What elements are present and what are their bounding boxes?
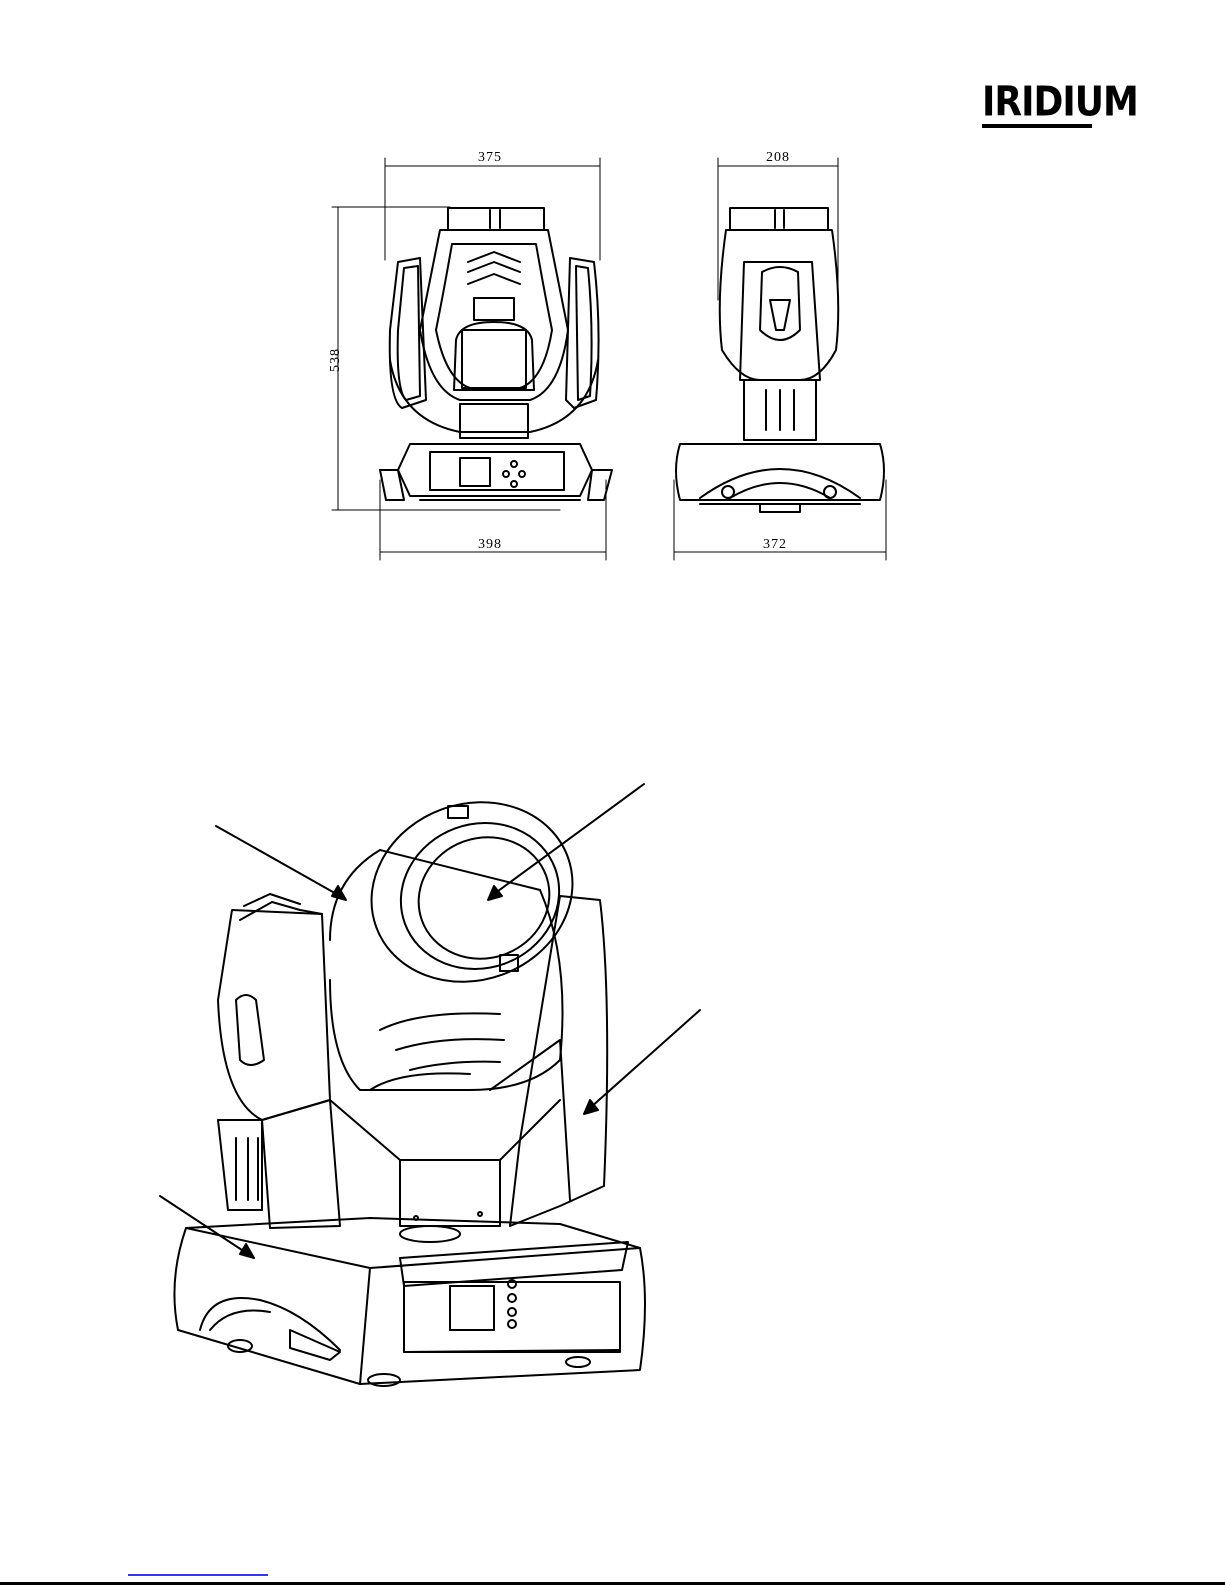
front-view-fixture — [380, 208, 612, 500]
callout-arrows — [160, 784, 700, 1258]
footer-link-underline — [128, 1574, 268, 1576]
perspective-fixture — [174, 774, 645, 1386]
side-view-fixture — [676, 208, 884, 512]
